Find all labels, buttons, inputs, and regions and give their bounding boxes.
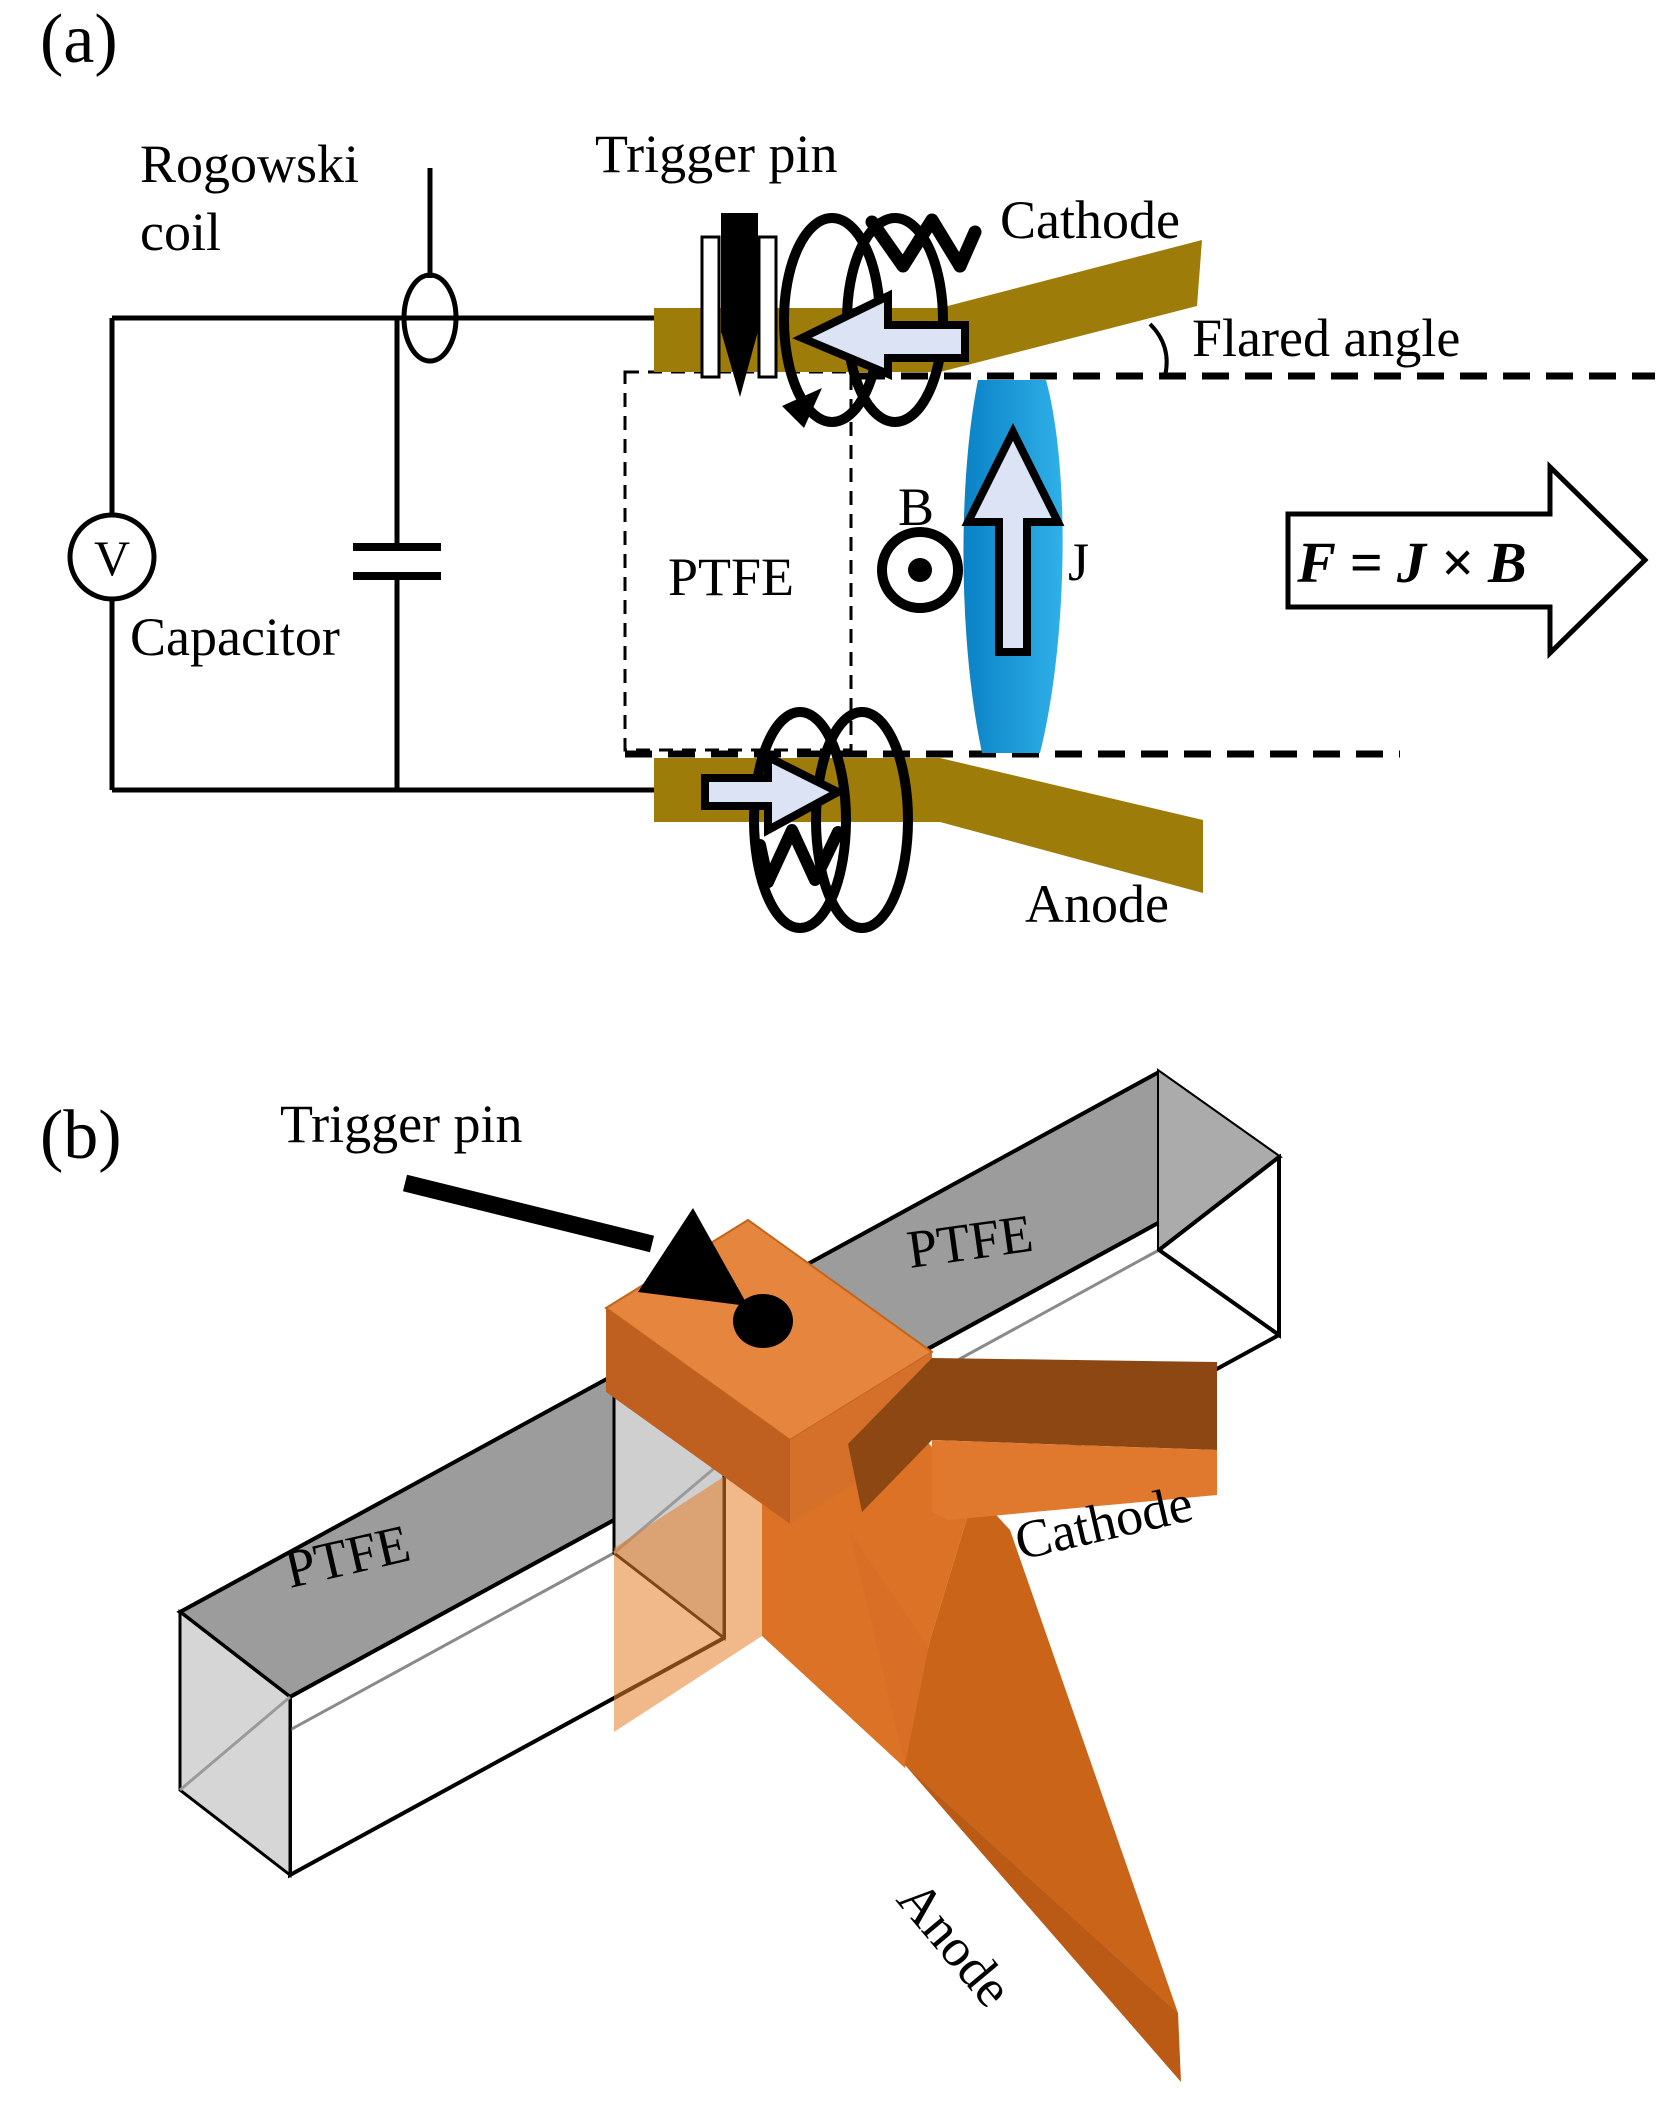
ptfe-upper-end-shade xyxy=(1159,1072,1279,1250)
cathode-label-a: Cathode xyxy=(1000,190,1180,250)
angle-arc xyxy=(1148,322,1169,377)
trigger-pin-label-a: Trigger pin xyxy=(595,124,838,184)
cathode-block-left xyxy=(606,1308,790,1524)
voltmeter-label: V xyxy=(94,530,130,586)
panel-b: (b) xyxy=(40,1068,1283,2082)
anode-neck-transparent xyxy=(614,1452,762,1732)
ptfe-dashed-box xyxy=(623,370,853,752)
anode-3d xyxy=(614,1382,1181,2082)
trigger-slot-right xyxy=(757,235,778,379)
trigger-arrow-shaft xyxy=(402,1174,655,1253)
panel-a: (a) V xyxy=(40,1,1655,934)
b-field-symbol xyxy=(877,527,963,613)
trigger-pin-dot xyxy=(733,1294,793,1348)
anode-current-arrow xyxy=(701,750,847,837)
force-equation: F = J × B xyxy=(1296,530,1526,595)
voltmeter: V xyxy=(67,512,157,602)
anode-label-a: Anode xyxy=(1025,874,1169,934)
circuit-wires xyxy=(109,168,654,793)
capacitor-symbol xyxy=(353,543,441,580)
flared-angle-label: Flared angle xyxy=(1192,308,1460,368)
trigger-pin-label-b: Trigger pin xyxy=(280,1094,523,1154)
anode-label-b: Anode xyxy=(886,1869,1025,2018)
trigger-pin-assembly xyxy=(700,213,778,397)
anode-wedge-mid xyxy=(905,1492,1178,2013)
anode-wedge-front xyxy=(905,1765,1181,2082)
trigger-pin-tip xyxy=(721,331,758,397)
panel-a-tag: (a) xyxy=(40,1,118,78)
b-field-label: B xyxy=(898,477,934,537)
cathode-electrode xyxy=(654,240,1202,372)
force-arrow: F = J × B xyxy=(1285,461,1649,659)
ptfe-label-a: PTFE xyxy=(668,547,794,607)
current-j-arrow xyxy=(961,423,1065,656)
trigger-slot-left xyxy=(700,235,721,379)
rogowski-coil-symbol xyxy=(401,272,459,364)
rogowski-label-1: Rogowski xyxy=(140,134,359,194)
rotation-swirl-bottom xyxy=(749,707,913,933)
panel-b-tag: (b) xyxy=(40,1097,122,1174)
trigger-arrow-head xyxy=(638,1208,748,1306)
swirl-top-arrowhead xyxy=(782,388,822,428)
cathode-plate-front xyxy=(932,1440,1217,1520)
trigger-pointer xyxy=(402,1174,793,1348)
cathode-plate-top xyxy=(932,1358,1217,1450)
rogowski-label-2: coil xyxy=(140,202,221,262)
capacitor-label: Capacitor xyxy=(130,607,340,667)
trigger-pin-body xyxy=(721,213,758,333)
cathode-plate-tuck xyxy=(848,1358,932,1512)
cathode-current-arrow xyxy=(792,289,969,381)
current-j-label: J xyxy=(1068,532,1089,592)
